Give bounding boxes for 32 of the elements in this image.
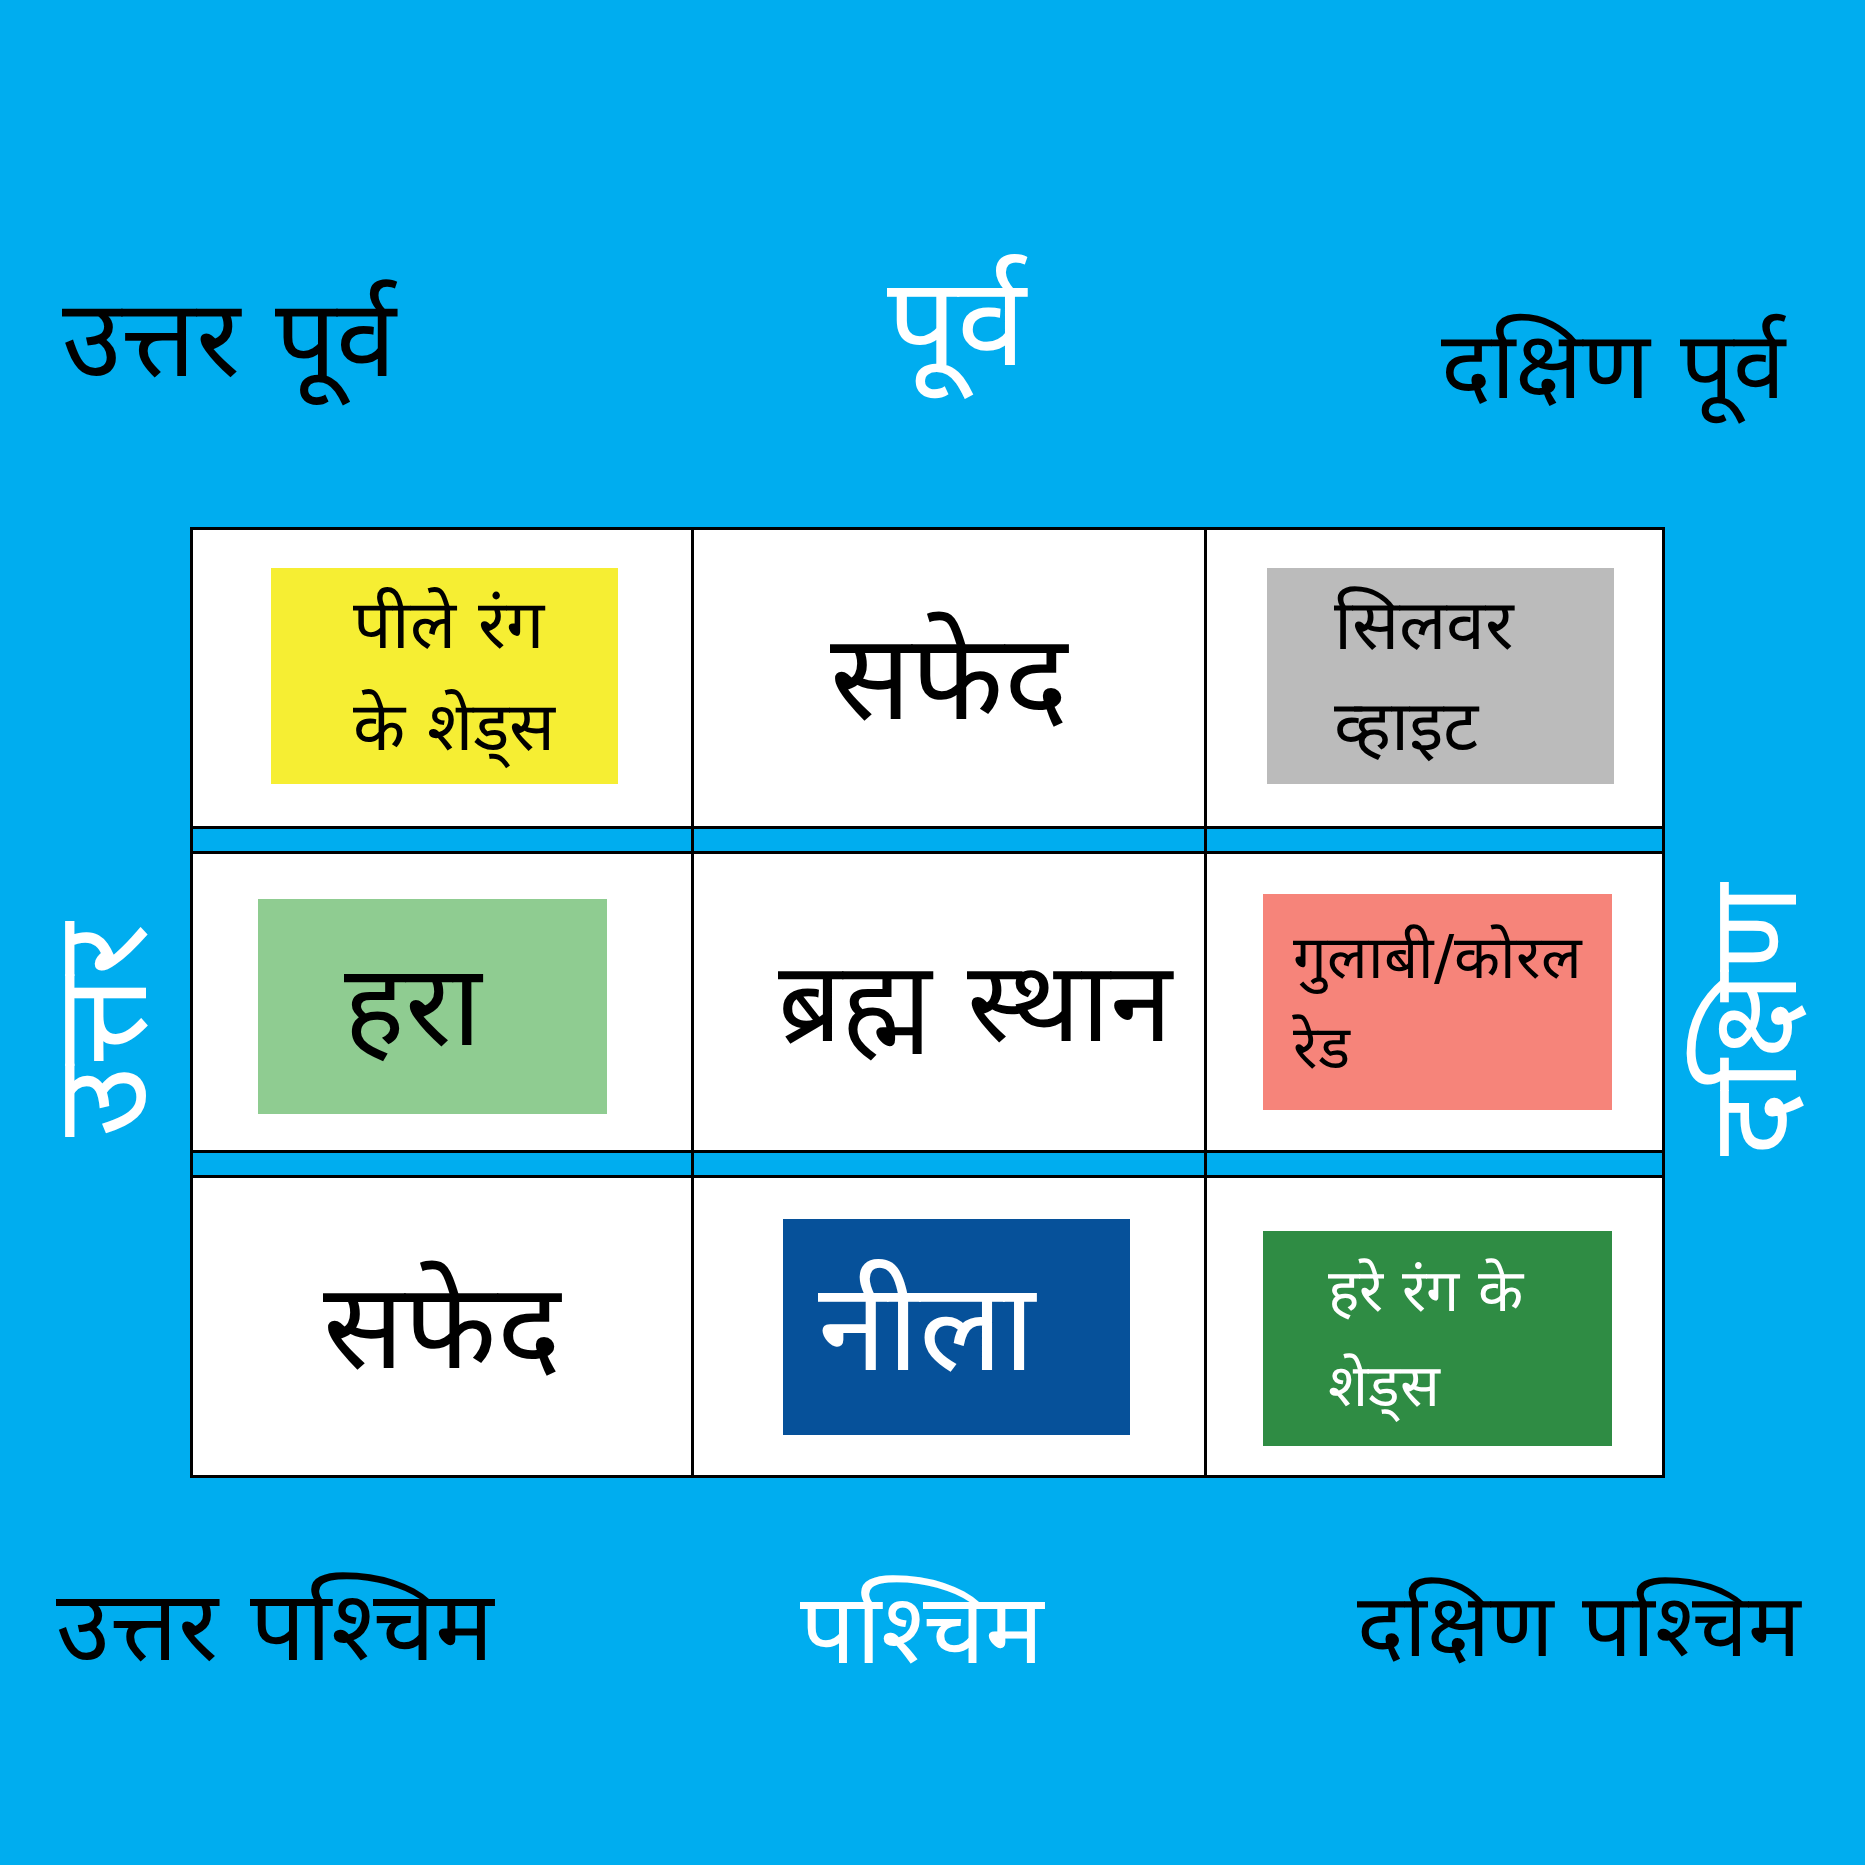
grid-cell [691, 1175, 1207, 1478]
grid-cell [1204, 527, 1665, 829]
color-panel [271, 568, 618, 784]
color-panel [1263, 894, 1612, 1110]
color-label: नीला [818, 1253, 1035, 1401]
zone-label: ब्रह्म स्थान [777, 935, 1173, 1069]
color-panel [1267, 568, 1614, 784]
grid-cell [691, 851, 1207, 1153]
color-panel [258, 899, 607, 1114]
grid-cell [190, 1175, 694, 1478]
color-label: सिलवर व्हाइट [1334, 582, 1516, 769]
color-panel [1263, 1231, 1612, 1446]
grid-cell [190, 527, 694, 829]
direction-label: उत्तर पश्चिम [56, 1567, 494, 1685]
direction-label: दक्षिण पश्चिम [1357, 1573, 1801, 1679]
direction-label: दक्षिण पूर्व [1441, 307, 1785, 425]
color-label: सफेद [323, 1255, 561, 1398]
grid-cell [691, 527, 1207, 829]
grid-cell [1204, 851, 1665, 1153]
color-label: पीले रंग के शेड्स [353, 584, 557, 770]
color-label: सफेद [830, 607, 1068, 749]
color-label: हरा [343, 938, 482, 1075]
grid-cell [1204, 1175, 1665, 1478]
direction-label: पूर्व [886, 244, 1026, 400]
direction-label: पश्चिम [800, 1570, 1044, 1688]
color-label: गुलाबी/कोरल रेड [1293, 921, 1584, 1084]
direction-label: दक्षिण [1681, 884, 1826, 1156]
color-panel [783, 1219, 1130, 1435]
grid-cell [190, 851, 694, 1153]
direction-label: उत्तर [23, 923, 178, 1137]
color-label: हरे रंग के शेड्स [1328, 1255, 1526, 1424]
direction-label: उत्तर पूर्व [62, 270, 396, 406]
